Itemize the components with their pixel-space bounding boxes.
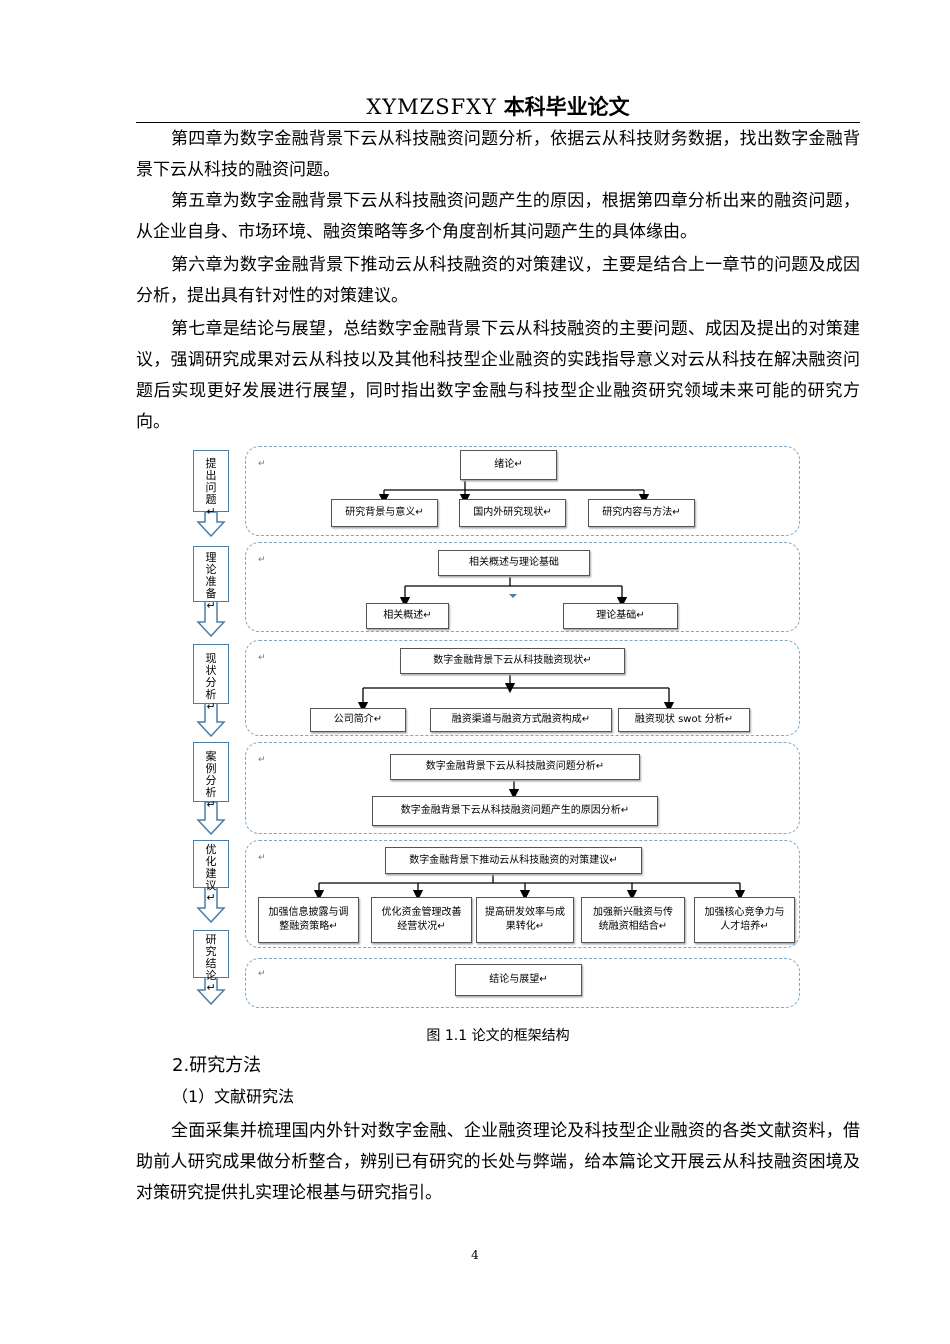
figure-caption: 图 1.1 论文的框架结构 (426, 1028, 570, 1044)
box-countermeasures: 数字金融背景下推动云从科技融资的对策建议↵ (385, 847, 642, 874)
box-background: 研究背景与意义↵ (331, 499, 438, 527)
box-suggestion-capital: 优化资金管理改善经营状况↵ (371, 897, 472, 943)
box-theory-overview: 相关概述与理论基础 (438, 550, 590, 576)
stage-suggestion: ↵ (245, 840, 800, 948)
box-problem-analysis: 数字金融背景下云从科技融资问题分析↵ (390, 754, 640, 780)
box-swot: 融资现状 swot 分析↵ (618, 708, 750, 732)
side-label-suggestion: 优化建议↵ (193, 840, 229, 904)
box-suggestion-talent: 加强核心竞争力与人才培养↵ (694, 897, 795, 943)
box-suggestion-disclosure: 加强信息披露与调整融资策略↵ (258, 897, 359, 943)
box-intro: 绪论↵ (460, 450, 557, 480)
side-label-status: 现状分析↵ (193, 644, 229, 713)
paragraph-chapter6: 第六章为数字金融背景下推动云从科技融资的对策建议，主要是结合上一章节的问题及成因… (136, 255, 860, 306)
box-literature: 国内外研究现状↵ (459, 499, 566, 527)
paragraph-chapter7: 第七章是结论与展望，总结数字金融背景下云从科技融资的主要问题、成因及提出的对策建… (136, 319, 860, 432)
box-theory-basis: 理论基础↵ (563, 603, 678, 629)
box-concepts: 相关概述↵ (366, 603, 449, 629)
paragraph-chapter4: 第四章为数字金融背景下云从科技融资问题分析，依据云从科技财务数据，找出数字金融背… (136, 129, 860, 180)
box-suggestion-emerging: 加强新兴融资与传统融资相结合↵ (581, 897, 685, 943)
stage-case: ↵ (245, 742, 800, 834)
side-label-conclusion: 研究结论↵ (193, 930, 229, 994)
framework-diagram: 提出问题↵ 理论准备↵ 现状分析↵ 案例分析↵ 优化建议↵ 研究结论↵ ↵ 绪论… (180, 442, 810, 1017)
side-label-theory: 理论准备↵ (193, 546, 229, 612)
stage-theory: ↵ (245, 542, 800, 632)
box-company-profile: 公司简介↵ (310, 708, 406, 732)
header-latin: XYMZSFXY (366, 95, 497, 119)
paragraph-chapter5: 第五章为数字金融背景下云从科技融资问题产生的原因，根据第四章分析出来的融资问题，… (136, 191, 860, 242)
stage-conclusion: ↵ (245, 958, 800, 1008)
diagram-connectors (196, 480, 746, 1006)
subsection-heading: （1）文献研究法 (172, 1087, 295, 1106)
side-label-case: 案例分析↵ (193, 742, 229, 811)
box-financing-status: 数字金融背景下云从科技融资现状↵ (400, 648, 625, 674)
box-conclusion: 结论与展望↵ (455, 964, 582, 996)
paragraph-literature-method: 全面采集并梳理国内外针对数字金融、企业融资理论及科技型企业融资的各类文献资料，借… (136, 1121, 860, 1203)
box-cause-analysis: 数字金融背景下云从科技融资问题产生的原因分析↵ (372, 796, 658, 826)
stage-status: ↵ (245, 640, 800, 736)
box-methods: 研究内容与方法↵ (588, 499, 695, 527)
header-title: 本科毕业论文 (503, 95, 630, 119)
page-header: XYMZSFXY 本科毕业论文 (136, 94, 860, 120)
stage-intro: ↵ (245, 446, 800, 536)
section-heading: 2.研究方法 (172, 1055, 262, 1076)
header-rule (136, 122, 860, 123)
box-financing-channels: 融资渠道与融资方式融资构成↵ (430, 708, 612, 732)
side-label-raise-problem: 提出问题↵ (193, 450, 229, 518)
page-number: 4 (471, 1248, 479, 1262)
box-suggestion-rd: 提高研发效率与成果转化↵ (476, 897, 574, 943)
